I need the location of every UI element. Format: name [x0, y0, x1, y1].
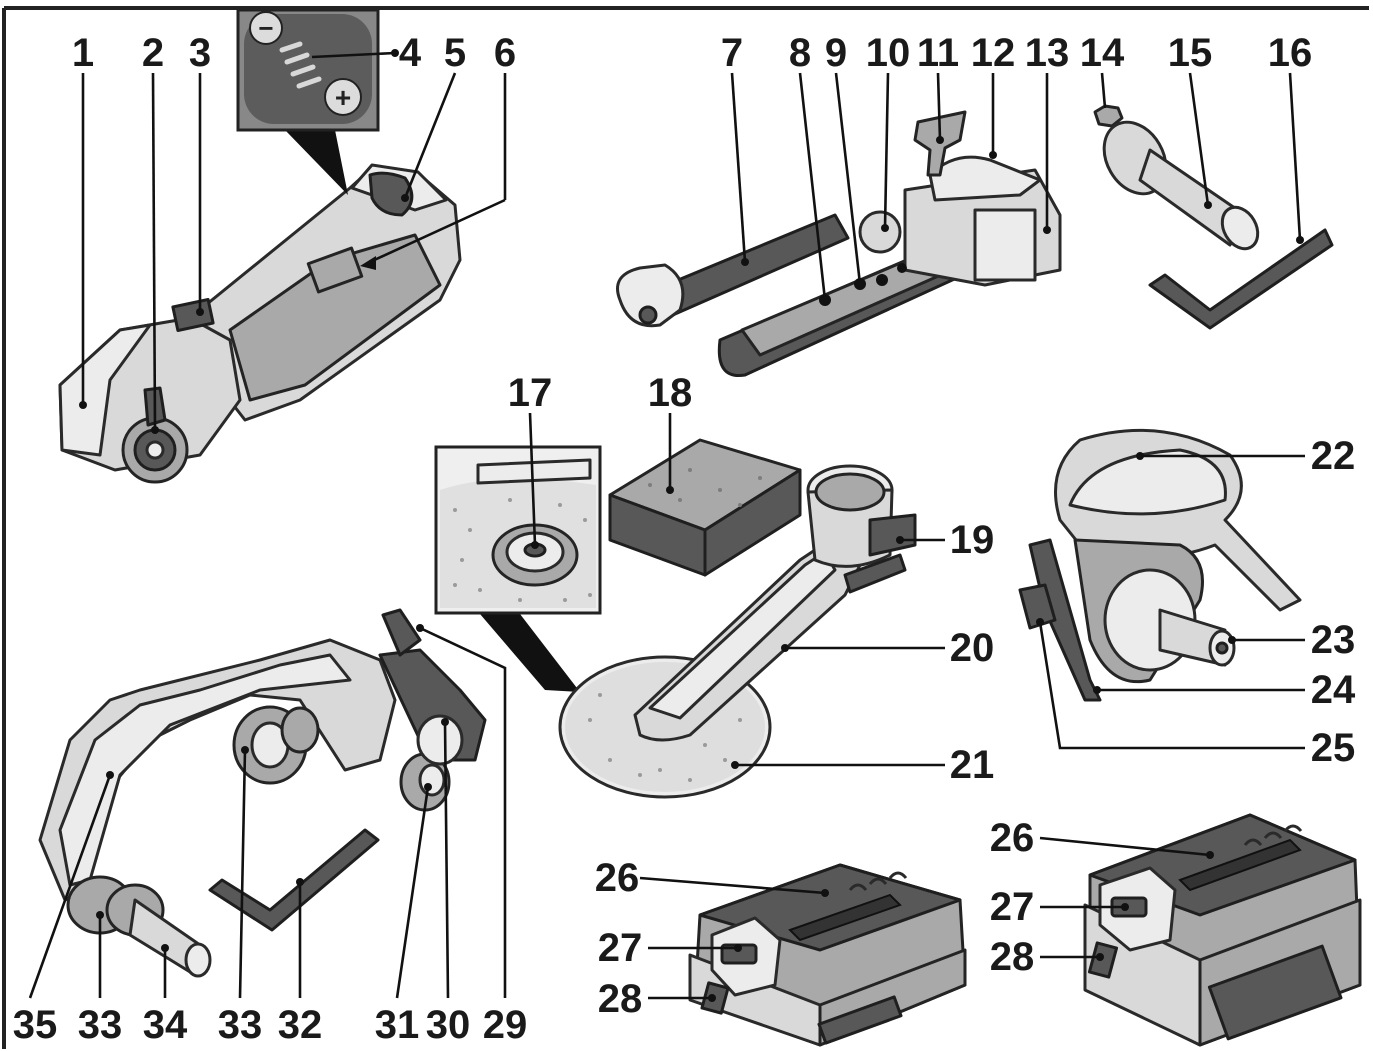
callout-32: 32 — [278, 1003, 323, 1047]
callout-30: 30 — [426, 1003, 471, 1047]
leader-lines — [28, 49, 1305, 1002]
angle-grinder — [58, 163, 462, 484]
flange-inset — [434, 445, 602, 692]
callout-10: 10 — [866, 31, 911, 75]
callout-19: 19 — [950, 518, 995, 562]
callout-16: 16 — [1268, 31, 1313, 75]
callout-23: 23 — [1311, 618, 1356, 662]
callout-15: 15 — [1168, 31, 1213, 75]
frame — [2, 6, 1369, 1049]
callout-27-small: 27 — [598, 926, 643, 970]
belt-file-attachment — [38, 608, 487, 978]
callout-31: 31 — [375, 1003, 420, 1047]
callout-6: 6 — [494, 31, 516, 75]
callout-22: 22 — [1311, 434, 1356, 478]
callout-18: 18 — [648, 371, 693, 415]
callout-12: 12 — [971, 31, 1016, 75]
guard-assembly — [1018, 428, 1302, 702]
callout-29: 29 — [483, 1003, 528, 1047]
callout-4: 4 — [399, 31, 422, 75]
plus-icon: + — [335, 82, 351, 113]
callout-24: 24 — [1311, 668, 1356, 712]
battery-large — [1083, 813, 1362, 1047]
callout-33-left: 33 — [78, 1003, 123, 1047]
callout-21: 21 — [950, 743, 995, 787]
speed-dial-inset: − + — [236, 8, 380, 195]
callout-27-large: 27 — [990, 885, 1035, 929]
belt-sander-attachment — [616, 110, 1062, 378]
callout-17: 17 — [508, 371, 553, 415]
callout-9: 9 — [825, 31, 847, 75]
battery-small — [688, 863, 967, 1047]
callout-11: 11 — [917, 31, 959, 75]
callout-8: 8 — [789, 31, 811, 75]
callout-3: 3 — [189, 31, 211, 75]
callout-7: 7 — [721, 31, 743, 75]
callout-20: 20 — [950, 626, 995, 670]
callout-25: 25 — [1311, 726, 1356, 770]
callout-28-small: 28 — [598, 977, 643, 1021]
callout-1: 1 — [72, 31, 94, 75]
callout-28-large: 28 — [990, 935, 1035, 979]
callout-2: 2 — [142, 31, 164, 75]
nut-handle-key — [1093, 104, 1334, 330]
callout-14: 14 — [1080, 31, 1125, 75]
callout-26-large: 26 — [990, 816, 1035, 860]
callout-13: 13 — [1025, 31, 1070, 75]
polishing-attachment — [558, 464, 917, 799]
callout-labels: 1 2 3 4 5 6 7 8 9 10 11 12 13 14 15 16 1… — [13, 31, 1356, 1047]
callout-5: 5 — [444, 31, 466, 75]
minus-icon: − — [258, 13, 273, 43]
callout-26-small: 26 — [595, 856, 640, 900]
sponge — [608, 438, 802, 577]
callout-33-right: 33 — [218, 1003, 263, 1047]
callout-35: 35 — [13, 1003, 58, 1047]
abrasive-texture — [453, 498, 592, 602]
callout-34: 34 — [143, 1003, 188, 1047]
